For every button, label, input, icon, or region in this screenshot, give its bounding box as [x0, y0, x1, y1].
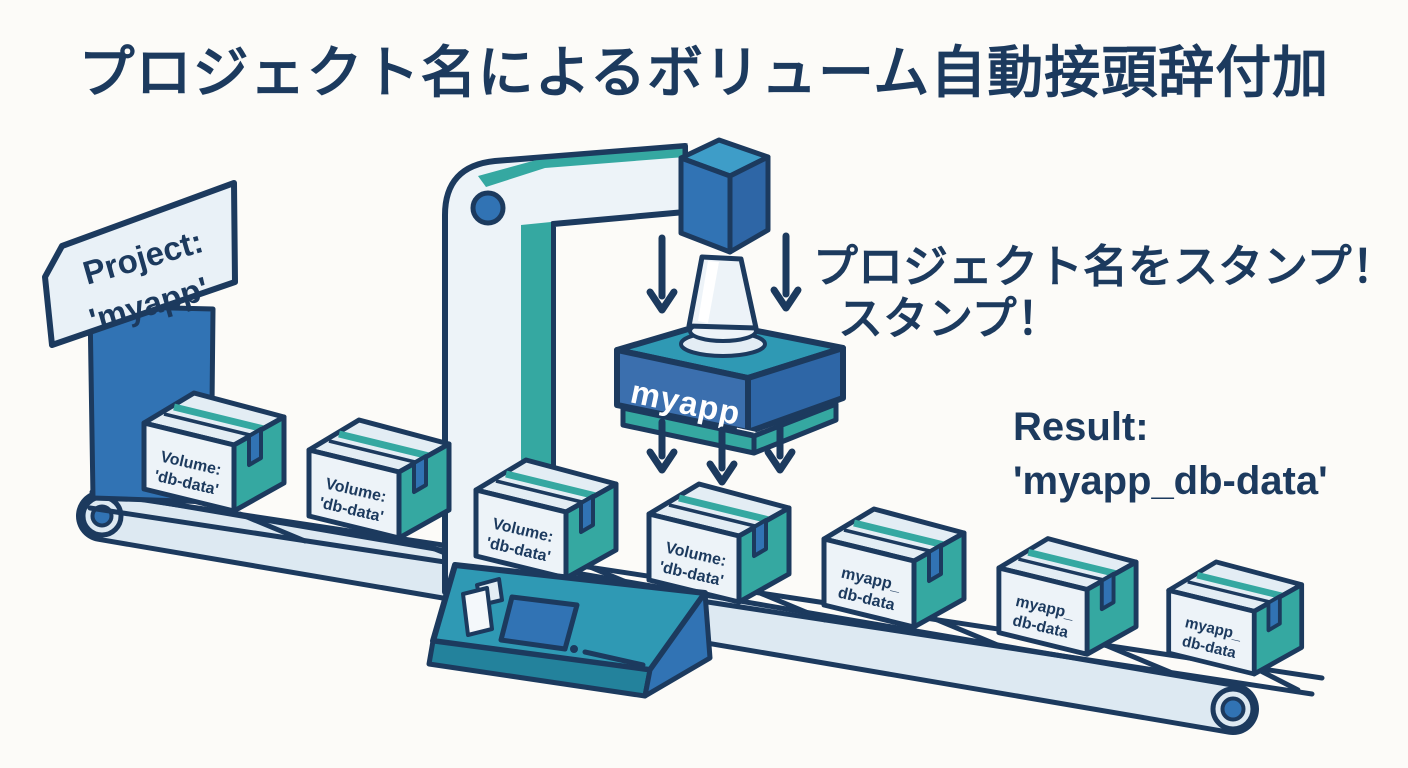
holder-cube-front — [678, 155, 733, 255]
stamp-note-line2: スタンプ！ — [838, 293, 1062, 344]
stamp-lip-side — [751, 401, 839, 456]
stamp-cone-highlight — [698, 261, 719, 323]
stamp-note-line1: プロジェクト名をスタンプ！ — [813, 241, 1397, 292]
prefixed-box-3: myapp_ db-data — [1169, 562, 1302, 674]
stamp-arrows — [646, 232, 802, 486]
volume-box-3: Volume: 'db-data' — [476, 460, 616, 578]
arm-pivot-icon — [470, 190, 506, 226]
arrow-down-lower-right — [764, 418, 796, 474]
arrow-down-lower-mid — [706, 426, 738, 486]
stamp-holder — [678, 137, 771, 255]
console-screen — [498, 594, 580, 652]
prefixed-box-1: myapp_ db-data — [824, 509, 964, 627]
console-side — [642, 590, 713, 699]
stamp-body: myapp_ — [614, 254, 846, 456]
console-lever — [461, 586, 494, 637]
stamp-side — [745, 345, 846, 435]
volume-box-2: Volume: 'db-data' — [309, 420, 449, 538]
prefixed-box-2: myapp_ db-data — [999, 539, 1136, 655]
stamp-note: プロジェクト名をスタンプ！ スタンプ！ — [813, 241, 1397, 344]
flag-banner — [42, 180, 238, 348]
console-dot — [570, 645, 578, 653]
result-value: 'myapp_db-data' — [1013, 459, 1328, 503]
arm-top-edge — [478, 148, 685, 187]
belt-roller-right-hub — [1220, 696, 1246, 722]
volume-box-4: Volume: 'db-data' — [649, 484, 789, 602]
console-dash — [582, 649, 646, 668]
arrow-down-upper-right — [770, 232, 802, 312]
control-console — [426, 562, 713, 699]
result-callout: Result: 'myapp_db-data' — [1013, 405, 1328, 503]
result-heading: Result: — [1013, 405, 1149, 449]
arrow-down-lower-left — [646, 418, 678, 474]
diagram-title: プロジェクト名によるボリューム自動接頭辞付加 — [79, 41, 1330, 104]
volume-box-1: Volume: 'db-data' — [144, 393, 284, 511]
arrow-down-upper-left — [646, 234, 678, 314]
holder-cube-side — [727, 154, 771, 255]
